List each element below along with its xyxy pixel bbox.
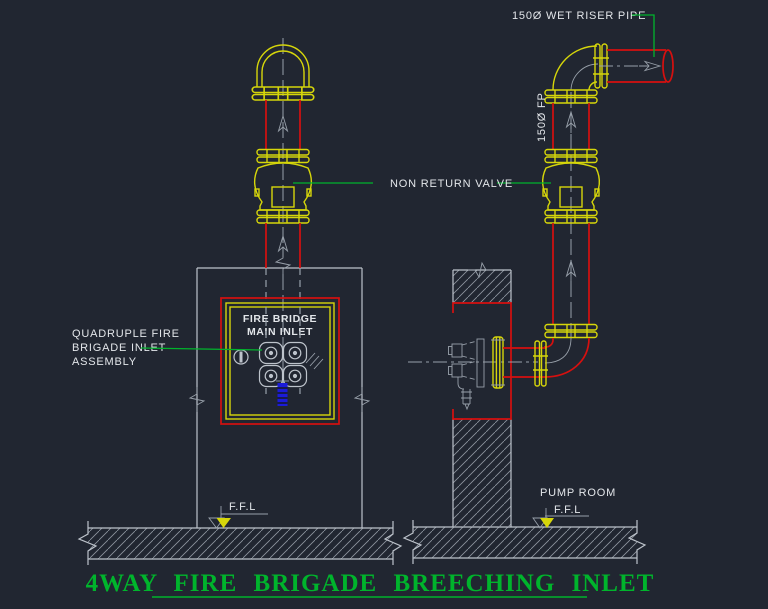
riser-pipe	[265, 100, 301, 150]
bottom-elbow	[503, 337, 590, 387]
inlet-enclosure-outline	[189, 267, 370, 528]
top-elbow	[552, 45, 599, 91]
fire-brigade-cabinet: FIRE BRIDGE MAIN INLET	[220, 297, 340, 425]
inlet-assembly-label-line3: ASSEMBLY	[72, 356, 137, 368]
inlet-assembly-leader	[140, 347, 263, 351]
wall-flange	[491, 336, 505, 389]
drain-pipe	[276, 380, 289, 406]
annotations: 150Ø WET RISER PIPE 150Ø FP NON RETURN V…	[72, 10, 655, 529]
floor-slab-left	[77, 521, 403, 565]
inlet-assembly-side-view	[408, 336, 538, 411]
return-bend	[256, 44, 310, 87]
riser-pipe	[552, 223, 590, 324]
lock-symbol	[233, 349, 249, 365]
right-riser-assembly	[503, 43, 674, 387]
level-triangle	[540, 518, 554, 528]
cabinet-label-line1: FIRE BRIDGE	[243, 313, 317, 325]
floor-slab-right	[402, 520, 647, 564]
ffl-left-label: F.F.L	[229, 501, 256, 513]
drawing-title: 4WAY FIRE BRIGADE BREECHING INLET	[86, 570, 655, 597]
quadruple-couplings	[258, 341, 308, 388]
wet-riser-pipe	[599, 49, 674, 83]
ffl-marker-right: PUMP ROOM F.F.L	[532, 487, 616, 529]
pump-room-wall	[452, 262, 512, 527]
riser-pipe	[265, 223, 301, 268]
non-return-valve-label: NON RETURN VALVE	[390, 178, 513, 190]
glass-hatch-marks	[305, 352, 324, 370]
wet-riser-leader	[632, 14, 655, 57]
level-triangle	[216, 518, 231, 528]
inlet-assembly-label-line2: BRIGADE INLET	[72, 342, 166, 354]
riser-size-label: 150Ø FP	[536, 92, 548, 142]
riser-pipe	[552, 103, 590, 150]
cabinet-label-line2: MAIN INLET	[247, 326, 313, 338]
inlet-assembly-label-line1: QUADRUPLE FIRE	[72, 328, 180, 340]
ffl-right-label: F.F.L	[554, 504, 581, 516]
drawing-title-block: 4WAY FIRE BRIGADE BREECHING INLET	[86, 570, 655, 598]
ffl-marker-left: F.F.L	[208, 501, 268, 529]
wall-niche-outline	[452, 302, 512, 420]
wet-riser-label: 150Ø WET RISER PIPE	[512, 10, 646, 22]
pump-room-label: PUMP ROOM	[540, 487, 616, 499]
